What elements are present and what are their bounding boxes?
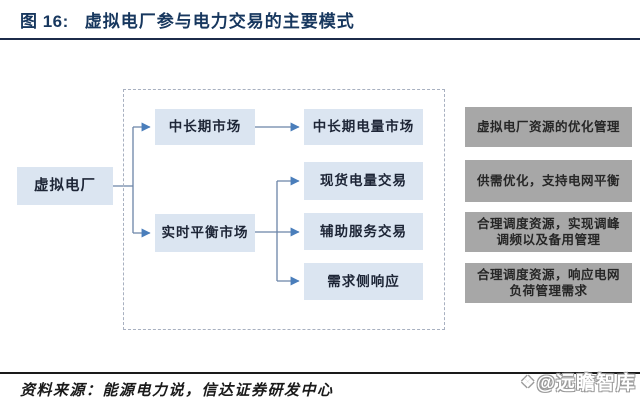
yuanzhan-logo-icon: ❖ — [521, 373, 535, 391]
watermark-handle: @远瞻智库 — [536, 373, 636, 394]
node-virtual-power-plant: 虚拟电厂 — [17, 167, 113, 205]
source-note: 资料来源：能源电力说，信达证券研发中心 — [20, 383, 334, 399]
flow-diagram: 虚拟电厂 中长期市场 实时平衡市场 中长期电量市场 现货电量交易 辅助服务交易 … — [0, 60, 640, 360]
node-medium-long-term-market: 中长期市场 — [155, 109, 255, 145]
node-medium-long-term-energy-market: 中长期电量市场 — [304, 109, 423, 145]
desc-supply-demand-optimization: 供需优化，支持电网平衡 — [465, 160, 632, 202]
figure-label: 图 16: — [20, 12, 69, 31]
node-real-time-balance-market: 实时平衡市场 — [155, 214, 255, 252]
desc-resource-optimization: 虚拟电厂资源的优化管理 — [465, 107, 632, 147]
connector-lines — [113, 122, 300, 286]
title-divider-line — [0, 38, 640, 40]
figure-title-row: 图 16: 虚拟电厂参与电力交易的主要模式 — [20, 7, 632, 32]
desc-grid-load-response: 合理调度资源，响应电网负荷管理需求 — [465, 263, 632, 303]
watermark: ❖ @远瞻智库 — [521, 368, 636, 395]
node-spot-energy-trading: 现货电量交易 — [304, 162, 423, 200]
figure-title: 虚拟电厂参与电力交易的主要模式 — [84, 12, 355, 31]
desc-peak-frequency-backup: 合理调度资源，实现调峰调频以及备用管理 — [465, 212, 632, 252]
node-demand-side-response: 需求侧响应 — [304, 263, 423, 300]
footer-divider-line — [0, 372, 640, 374]
market-boundary-dashed-box — [123, 89, 445, 330]
node-ancillary-services-trading: 辅助服务交易 — [304, 213, 423, 250]
